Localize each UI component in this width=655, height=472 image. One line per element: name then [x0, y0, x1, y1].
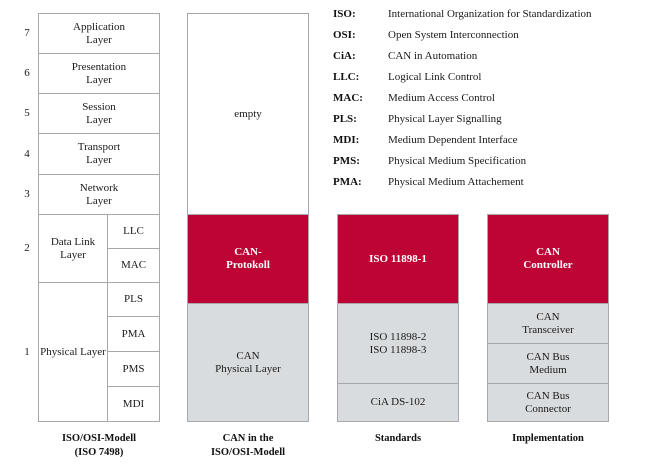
osi-layer-session[interactable]: Session Layer — [38, 93, 160, 134]
legend-abbr: OSI: — [333, 29, 356, 41]
standards-block-cia-ds-102[interactable]: CiA DS-102 — [337, 383, 459, 422]
layer-number-4: 4 — [24, 147, 30, 160]
legend-item: ISO: International Organization for Stan… — [333, 8, 651, 29]
osi-layer-presentation[interactable]: Presentation Layer — [38, 53, 160, 94]
legend-description: Medium Access Control — [388, 92, 495, 104]
layer-number-3: 3 — [24, 188, 30, 200]
osi-sublayer-mdi[interactable]: MDI — [107, 386, 160, 422]
legend-item: MAC: Medium Access Control — [333, 92, 651, 113]
can-block-can-protokoll[interactable]: CAN- Protokoll — [187, 214, 309, 304]
legend-description: Physical Medium Attachement — [388, 176, 524, 188]
legend-abbr: PMS: — [333, 155, 360, 167]
legend-description: Logical Link Control — [388, 71, 482, 83]
osi-layer-transport[interactable]: Transport Layer — [38, 133, 160, 175]
osi-sublayer-mac[interactable]: MAC — [107, 248, 160, 283]
legend-abbr: CiA: — [333, 50, 356, 62]
standards-block-iso-11898-2-3[interactable]: ISO 11898-2 ISO 11898-3 — [337, 303, 459, 384]
legend-description: Open System Interconnection — [388, 29, 519, 41]
legend-item: OSI: Open System Interconnection — [333, 29, 651, 50]
legend-description: Physical Layer Signalling — [388, 113, 502, 125]
column-caption-implementation: Implementation — [512, 433, 584, 444]
legend-abbr: ISO: — [333, 8, 356, 20]
legend-abbr: MDI: — [333, 134, 360, 146]
implementation-block-can-controller[interactable]: CAN Controller — [487, 214, 609, 304]
layer-number-6: 6 — [24, 67, 30, 79]
legend-item: CiA: CAN in Automation — [333, 50, 651, 71]
implementation-block-can-bus-medium[interactable]: CAN Bus Medium — [487, 343, 609, 384]
legend-abbr: PMA: — [333, 176, 362, 188]
layer-number-1: 1 — [24, 346, 30, 358]
legend-item: PMA: Physical Medium Attachement — [333, 176, 651, 197]
osi-sublayer-pms[interactable]: PMS — [107, 351, 160, 387]
column-caption-can-in-iso-osi-model: CAN in the ISO/OSI-Modell — [210, 433, 286, 458]
osi-sublayer-llc[interactable]: LLC — [107, 214, 160, 249]
legend-description: Physical Medium Specification — [388, 155, 527, 167]
legend-description: International Organization for Standardi… — [388, 8, 592, 20]
legend-description: CAN in Automation — [388, 50, 478, 62]
osi-layer-network[interactable]: Network Layer — [38, 174, 160, 215]
standards-block-iso-11898-1[interactable]: ISO 11898-1 — [337, 214, 459, 304]
layer-number-7: 7 — [24, 27, 30, 39]
legend-item: PMS: Physical Medium Specification — [333, 155, 651, 176]
osi-layer-data-link[interactable]: Data Link Layer — [38, 214, 108, 283]
legend-item: MDI: Medium Dependent Interface — [333, 134, 651, 155]
implementation-block-can-transceiver[interactable]: CAN Transceiver — [487, 303, 609, 344]
legend-item: PLS: Physical Layer Signalling — [333, 113, 651, 134]
column-caption-iso-osi-model: ISO/OSI-Modell (ISO 7498) — [61, 433, 137, 458]
column-caption-standards: Standards — [374, 433, 422, 444]
can-block-can-physical-layer[interactable]: CAN Physical Layer — [187, 303, 309, 422]
abbreviations-legend: ISO: International Organization for Stan… — [333, 8, 651, 197]
layer-number-5: 5 — [24, 107, 30, 119]
legend-abbr: LLC: — [333, 71, 360, 83]
legend-description: Medium Dependent Interface — [388, 134, 518, 146]
layer-number-2: 2 — [24, 242, 30, 254]
legend-abbr: MAC: — [333, 92, 363, 104]
osi-sublayer-pls[interactable]: PLS — [107, 282, 160, 317]
osi-sublayer-pma[interactable]: PMA — [107, 316, 160, 352]
legend-item: LLC: Logical Link Control — [333, 71, 651, 92]
can-block-empty[interactable]: empty — [187, 13, 309, 215]
implementation-block-can-bus-connector[interactable]: CAN Bus Connector — [487, 383, 609, 422]
osi-layer-application[interactable]: Application Layer — [38, 13, 160, 54]
legend-abbr: PLS: — [333, 113, 357, 125]
osi-layer-physical[interactable]: Physical Layer — [38, 282, 108, 422]
